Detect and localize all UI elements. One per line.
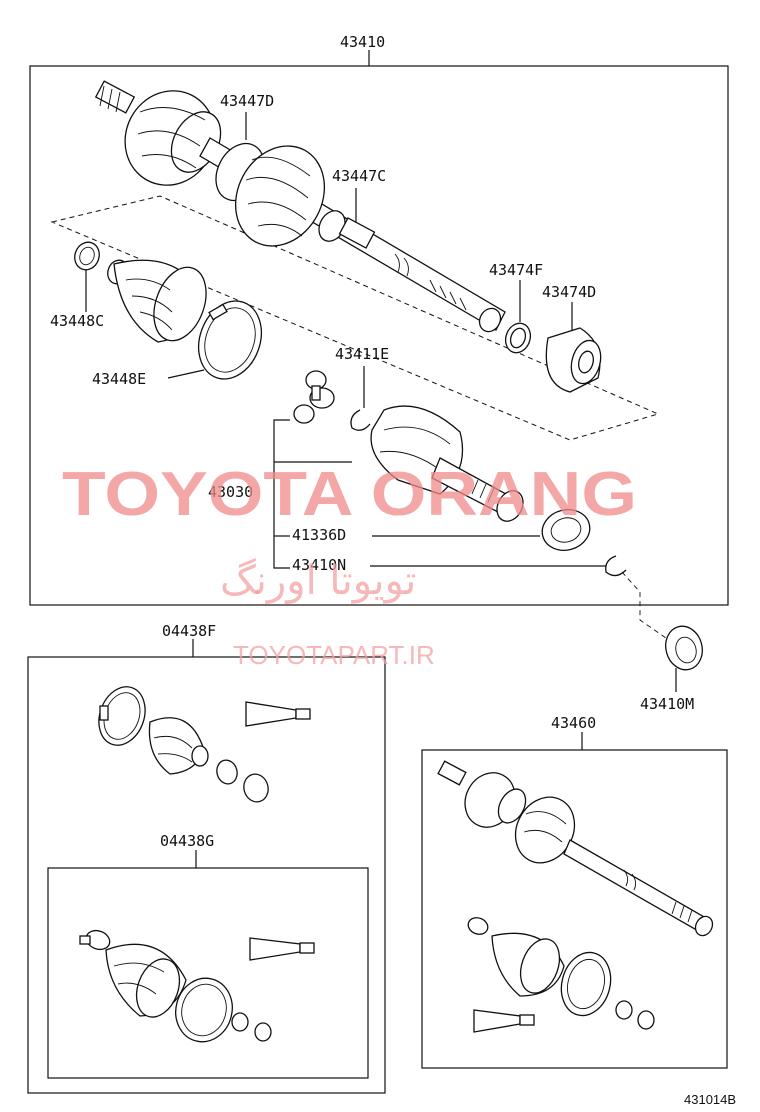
frame-43460 bbox=[421, 749, 728, 1069]
damper-43474D[interactable] bbox=[545, 327, 605, 393]
bearing-43410M[interactable] bbox=[661, 622, 707, 674]
boot-kit-g-parts[interactable] bbox=[79, 927, 315, 1048]
label-04438G[interactable]: 04438G bbox=[160, 832, 214, 850]
inner-boot[interactable] bbox=[104, 257, 215, 348]
inboard-joint-43030[interactable] bbox=[370, 405, 528, 526]
label-43410[interactable]: 43410 bbox=[340, 33, 385, 51]
label-43474F[interactable]: 43474F bbox=[489, 261, 543, 279]
label-43448C[interactable]: 43448C bbox=[50, 312, 104, 330]
label-43411E[interactable]: 43411E bbox=[335, 345, 389, 363]
frame-04438G bbox=[47, 867, 369, 1079]
label-43030[interactable]: 43030 bbox=[208, 483, 253, 501]
label-04438F[interactable]: 04438F bbox=[162, 622, 216, 640]
oil-seal-41336D[interactable] bbox=[538, 504, 595, 555]
rear-shaft-assembly[interactable] bbox=[437, 760, 716, 1033]
label-43460[interactable]: 43460 bbox=[551, 714, 596, 732]
label-43474D[interactable]: 43474D bbox=[542, 283, 596, 301]
frame-43410 bbox=[29, 65, 729, 606]
label-43410M[interactable]: 43410M bbox=[640, 695, 694, 713]
label-43410N[interactable]: 43410N bbox=[292, 556, 346, 574]
label-41336D[interactable]: 41336D bbox=[292, 526, 346, 544]
boot-clamp-43448C[interactable] bbox=[71, 239, 103, 274]
snap-ring-43411E[interactable] bbox=[350, 409, 371, 431]
boot-clamp-43448E[interactable] bbox=[188, 292, 272, 388]
label-43447D[interactable]: 43447D bbox=[220, 92, 274, 110]
tripod-joint[interactable] bbox=[293, 370, 335, 424]
frame-04438F bbox=[27, 656, 386, 1094]
label-43447C[interactable]: 43447C bbox=[332, 167, 386, 185]
snap-ring-43410N[interactable] bbox=[605, 555, 627, 577]
dashed-subassembly-outline bbox=[50, 195, 660, 441]
boot-kit-f-parts[interactable] bbox=[91, 680, 311, 804]
watermark-main: TOYOTA ORANG bbox=[62, 460, 637, 529]
ring-43474F[interactable] bbox=[502, 320, 535, 356]
diagram-code: 431014B bbox=[684, 1092, 736, 1107]
watermark-site: TOYOTAPART.IR bbox=[233, 640, 435, 670]
watermark-persian: تویوتا اورنگ bbox=[220, 558, 416, 604]
label-43448E[interactable]: 43448E bbox=[92, 370, 146, 388]
drive-shaft-assembly[interactable] bbox=[94, 75, 506, 335]
